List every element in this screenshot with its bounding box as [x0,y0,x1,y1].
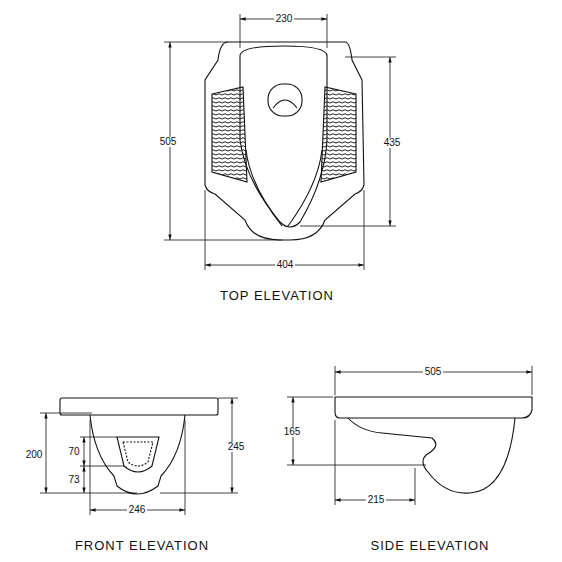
dimension-lines [40,398,238,515]
bowl-front [90,415,185,494]
dimension-value: 404 [275,260,296,270]
dimension-value: 435 [382,138,403,148]
trap-opening [117,437,159,472]
view-title: TOP ELEVATION [220,289,334,302]
pan-outline [205,42,364,240]
outlet-inner [273,100,297,108]
view-title: SIDE ELEVATION [371,539,490,552]
dimension-value: 215 [366,495,387,505]
dimension-value: 505 [158,137,179,147]
dimension-value: 165 [282,427,303,437]
dimension-lines [164,14,396,270]
dimension-value: 200 [24,450,45,460]
dimension-value: 73 [66,475,81,485]
dimension-value: 70 [66,447,81,457]
bowl-outline [240,46,327,227]
rim-side [335,397,532,418]
trap-inner [123,442,153,466]
dimension-lines [287,366,532,505]
body-side [348,418,515,493]
rim-front [60,398,218,415]
dimension-value: 505 [423,367,444,377]
view-title: FRONT ELEVATION [75,539,209,552]
footrest-left [212,87,247,182]
dimension-value: 246 [127,505,148,515]
outlet-hole [268,84,302,116]
bowl-inner [246,150,322,226]
dimension-value: 230 [274,14,295,24]
footrest-right [321,87,356,182]
dimension-value: 245 [226,442,247,452]
